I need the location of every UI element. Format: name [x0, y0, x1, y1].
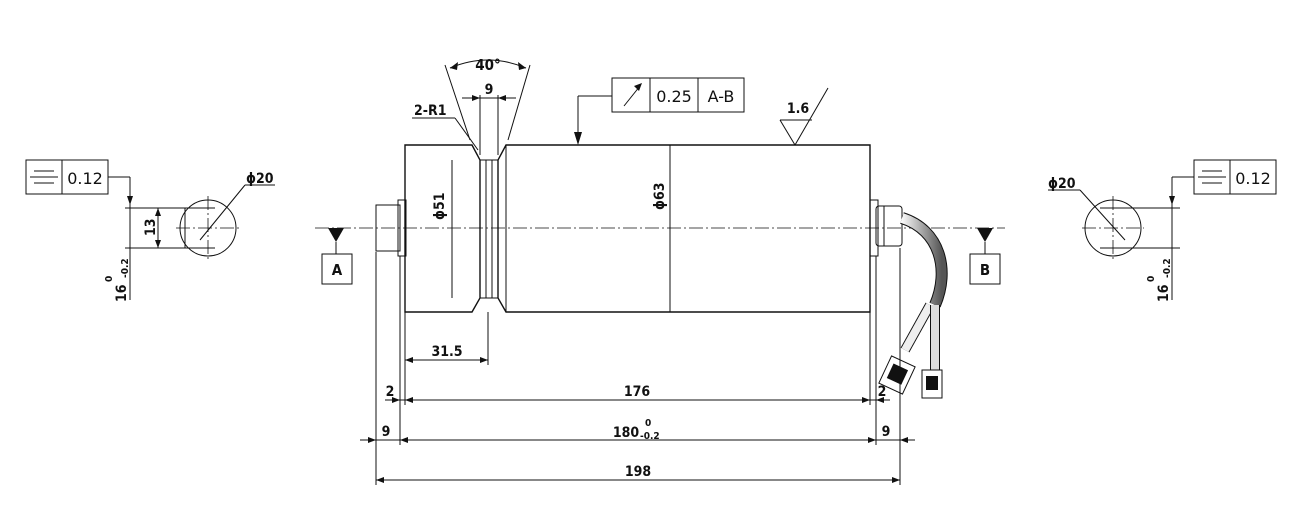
left-flat-label: 13 [143, 218, 159, 236]
roughness-label: 1.6 [787, 101, 810, 117]
runout-value: 0.25 [656, 87, 692, 106]
dim-9-right-label: 9 [882, 424, 891, 440]
right-height-label: 16 [1156, 284, 1172, 302]
groove [479, 159, 499, 299]
groove-width-label: 9 [485, 82, 494, 98]
motor-side-view [315, 144, 1005, 313]
dim-180-label: 180 [613, 425, 640, 441]
cable-gland [875, 205, 903, 247]
left-end-view: 0.12 ϕ20 13 16 0 -0.2 [25, 159, 275, 302]
symmetry-icon [1198, 170, 1226, 184]
dim-198-label: 198 [625, 464, 651, 480]
connector-1 [878, 355, 916, 395]
datum-triangle-icon [328, 228, 344, 242]
main-body [497, 144, 871, 313]
dim-176-label: 176 [624, 384, 651, 400]
radius-callout: 2-R1 [412, 103, 479, 151]
left-dia-label: ϕ20 [246, 171, 274, 187]
circular-runout-icon [623, 83, 642, 107]
left-height-tol-lower: -0.2 [120, 258, 131, 278]
datum-triangle-icon [977, 228, 993, 242]
dim-9-left-label: 9 [382, 424, 391, 440]
datum-b: B [969, 228, 1001, 285]
left-height-tol-upper: 0 [104, 276, 115, 282]
dim-2-right-label: 2 [878, 384, 887, 400]
datum-a: A [321, 228, 353, 285]
connector-2 [921, 369, 943, 399]
dim-180: 9 180 0 -0.2 9 [360, 418, 915, 443]
left-collar [404, 144, 481, 313]
body-diameter-label: ϕ63 [652, 182, 668, 210]
right-sym-value: 0.12 [1235, 169, 1271, 188]
dim-180-tol-upper: 0 [645, 418, 651, 429]
left-height-label: 16 [114, 284, 130, 302]
dim-31-5-label: 31.5 [431, 344, 462, 360]
dim-2-left-label: 2 [386, 384, 395, 400]
symmetry-icon [30, 170, 58, 184]
right-dia-label: ϕ20 [1048, 176, 1076, 192]
cable-assembly [878, 212, 948, 399]
datum-b-label: B [980, 261, 990, 279]
angle-label: 40° [475, 56, 501, 74]
dim-31-5: 31.5 [405, 344, 488, 363]
surface-roughness-icon: 1.6 [779, 87, 829, 146]
left-sym-value: 0.12 [67, 169, 103, 188]
angle-dimension: 40° [444, 56, 531, 141]
datum-a-label: A [332, 261, 343, 279]
dim-176: 2 176 2 [385, 384, 890, 403]
groove-width-dimension: 9 [462, 82, 516, 155]
dim-180-tol-lower: -0.2 [640, 431, 660, 442]
right-height-tol-upper: 0 [1146, 276, 1157, 282]
right-height-tol-lower: -0.2 [1162, 258, 1173, 278]
groove-diameter-label: ϕ51 [432, 192, 448, 220]
runout-tolerance-frame: 0.25 A-B [574, 77, 745, 145]
runout-datum: A-B [708, 87, 735, 106]
dim-198: 198 [376, 464, 900, 483]
right-end-view: 0.12 ϕ20 16 0 -0.2 [1048, 159, 1277, 302]
radius-label: 2-R1 [414, 103, 446, 119]
